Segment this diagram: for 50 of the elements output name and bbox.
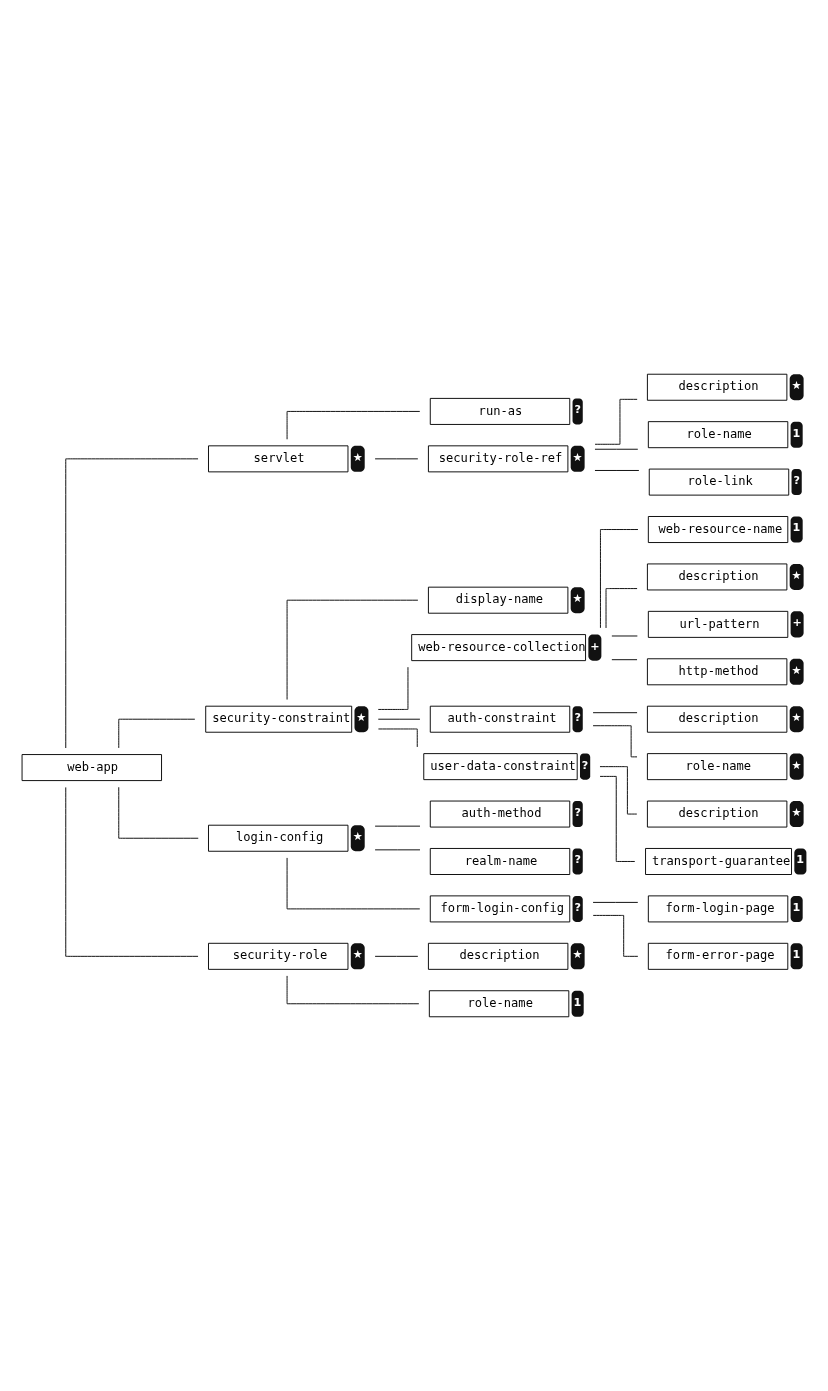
node-label: ★ [791,568,802,582]
connector [592,725,638,758]
node-label: 1 [573,995,582,1009]
connector [286,410,421,440]
connector [377,728,418,748]
node-label: 1 [792,426,801,440]
node-label: ★ [572,592,583,606]
node-label: ★ [791,711,802,725]
connector [599,529,639,629]
node-label: + [792,616,802,630]
node-label: ★ [791,379,802,393]
connector [592,901,639,903]
node-label: 1 [792,900,801,914]
connector [286,599,419,700]
node-label: ? [574,403,581,417]
connector [286,857,421,910]
node-label: ★ [352,830,363,844]
node-label: 1 [796,853,804,867]
node-label: ? [574,806,581,820]
node-label: ? [574,853,581,867]
connector [605,588,638,629]
connector [599,775,636,862]
connector [65,786,199,957]
connector [374,955,419,957]
node-label: 1 [792,948,801,962]
node-label: ? [574,711,581,725]
node-label: ★ [791,663,802,677]
connector [592,712,638,714]
connector [377,666,409,710]
connector [594,470,640,471]
node-label: ? [793,474,800,488]
node-label: ? [581,758,589,772]
node-label: ★ [572,450,583,464]
node-label: ★ [352,948,363,962]
connector [611,659,638,661]
node-label: 1 [792,521,801,535]
connector [377,718,421,720]
connector [118,718,196,749]
connector [65,458,199,749]
node-label: + [590,639,600,653]
node-label: ★ [572,948,583,962]
node-label: ★ [791,758,802,772]
node-label: ★ [356,711,367,725]
connector [286,975,420,1005]
connector [599,766,638,815]
node-label: ★ [352,450,363,464]
connector [118,786,199,839]
node-label: ? [574,900,581,914]
node-label: ★ [791,806,802,820]
connector [594,448,639,450]
